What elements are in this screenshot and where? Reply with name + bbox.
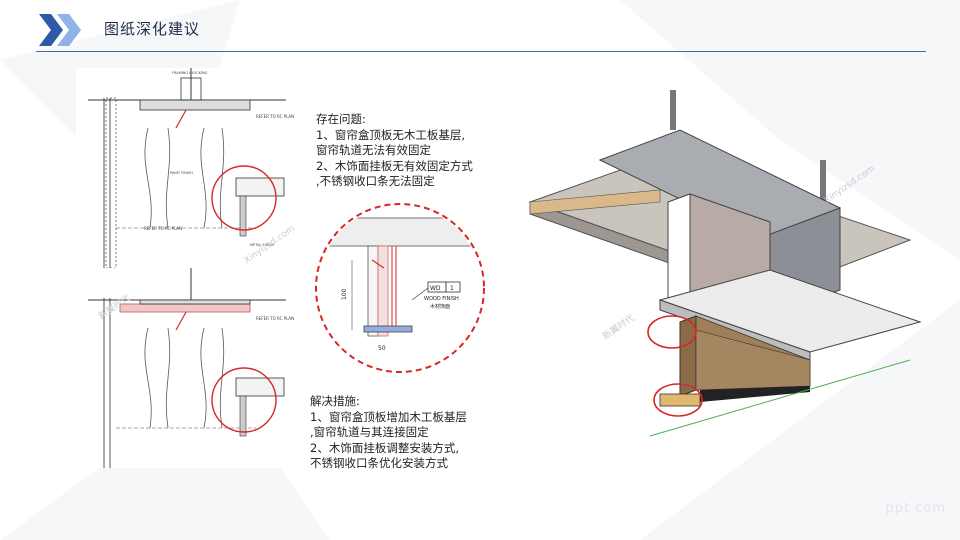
elevation-drawing-before: REFER TO RC PLAN REFER TO RC PLAN PAINT … [76,68,300,268]
label-framing-blocking: FRAMING BLOCKING [172,71,208,75]
label-refer-rc-plan-2: REFER TO RC PLAN [144,226,182,231]
callout-finish-label: WOOD FINISH [424,296,459,302]
label-refer-rc-plan-3: REFER TO RC PLAN [256,316,294,321]
page-title: 图纸深化建议 [104,20,201,38]
label-paint-finish: PAINT FINISH [170,171,193,175]
callout-tag: WD [430,285,441,292]
label-metal-finish: METAL FINISH [250,243,274,247]
double-chevron-icon [39,14,81,46]
curtain-box-3d-model [528,90,922,437]
solution-line: 不锈钢收口条优化安装方式 [310,456,448,470]
problem-heading: 存在问题: [316,112,366,126]
problem-line: 2、木饰面挂板无有效固定方式 [316,158,473,173]
problem-text-block: 存在问题: 1、窗帘盒顶板无木工板基层, 窗帘轨道无法有效固定 2、木饰面挂板无… [316,112,473,190]
callout-tag-num: 1 [450,285,454,292]
callout-dim-bottom: 50 [378,345,386,352]
problem-line: 1、窗帘盒顶板无木工板基层, [316,127,465,142]
solution-line: ,窗帘轨道与其连接固定 [310,425,429,439]
problem-line: ,不锈钢收口条无法固定 [316,174,435,188]
corner-watermark: ppt com [885,501,946,516]
callout-dim-vertical: 100 [341,288,348,300]
elevation-drawing-after: REFER TO RC PLAN [76,268,300,468]
problem-line: 窗帘轨道无法有效固定 [316,143,431,157]
header-divider [36,51,926,52]
solution-line: 2、木饰面挂板调整安装方式, [310,440,459,455]
slide-header: 图纸深化建议 [0,0,960,56]
callout-finish-label-cn: 木材饰面 [430,303,450,310]
solution-text-block: 解决措施: 1、窗帘盒顶板增加木工板基层 ,窗帘轨道与其连接固定 2、木饰面挂板… [310,394,467,472]
detail-callout-circle: WD 1 WOOD FINISH 木材饰面 100 50 [315,203,485,373]
solution-line: 1、窗帘盒顶板增加木工板基层 [310,409,467,424]
solution-heading: 解决措施: [310,394,360,408]
label-refer-rc-plan: REFER TO RC PLAN [256,114,294,119]
